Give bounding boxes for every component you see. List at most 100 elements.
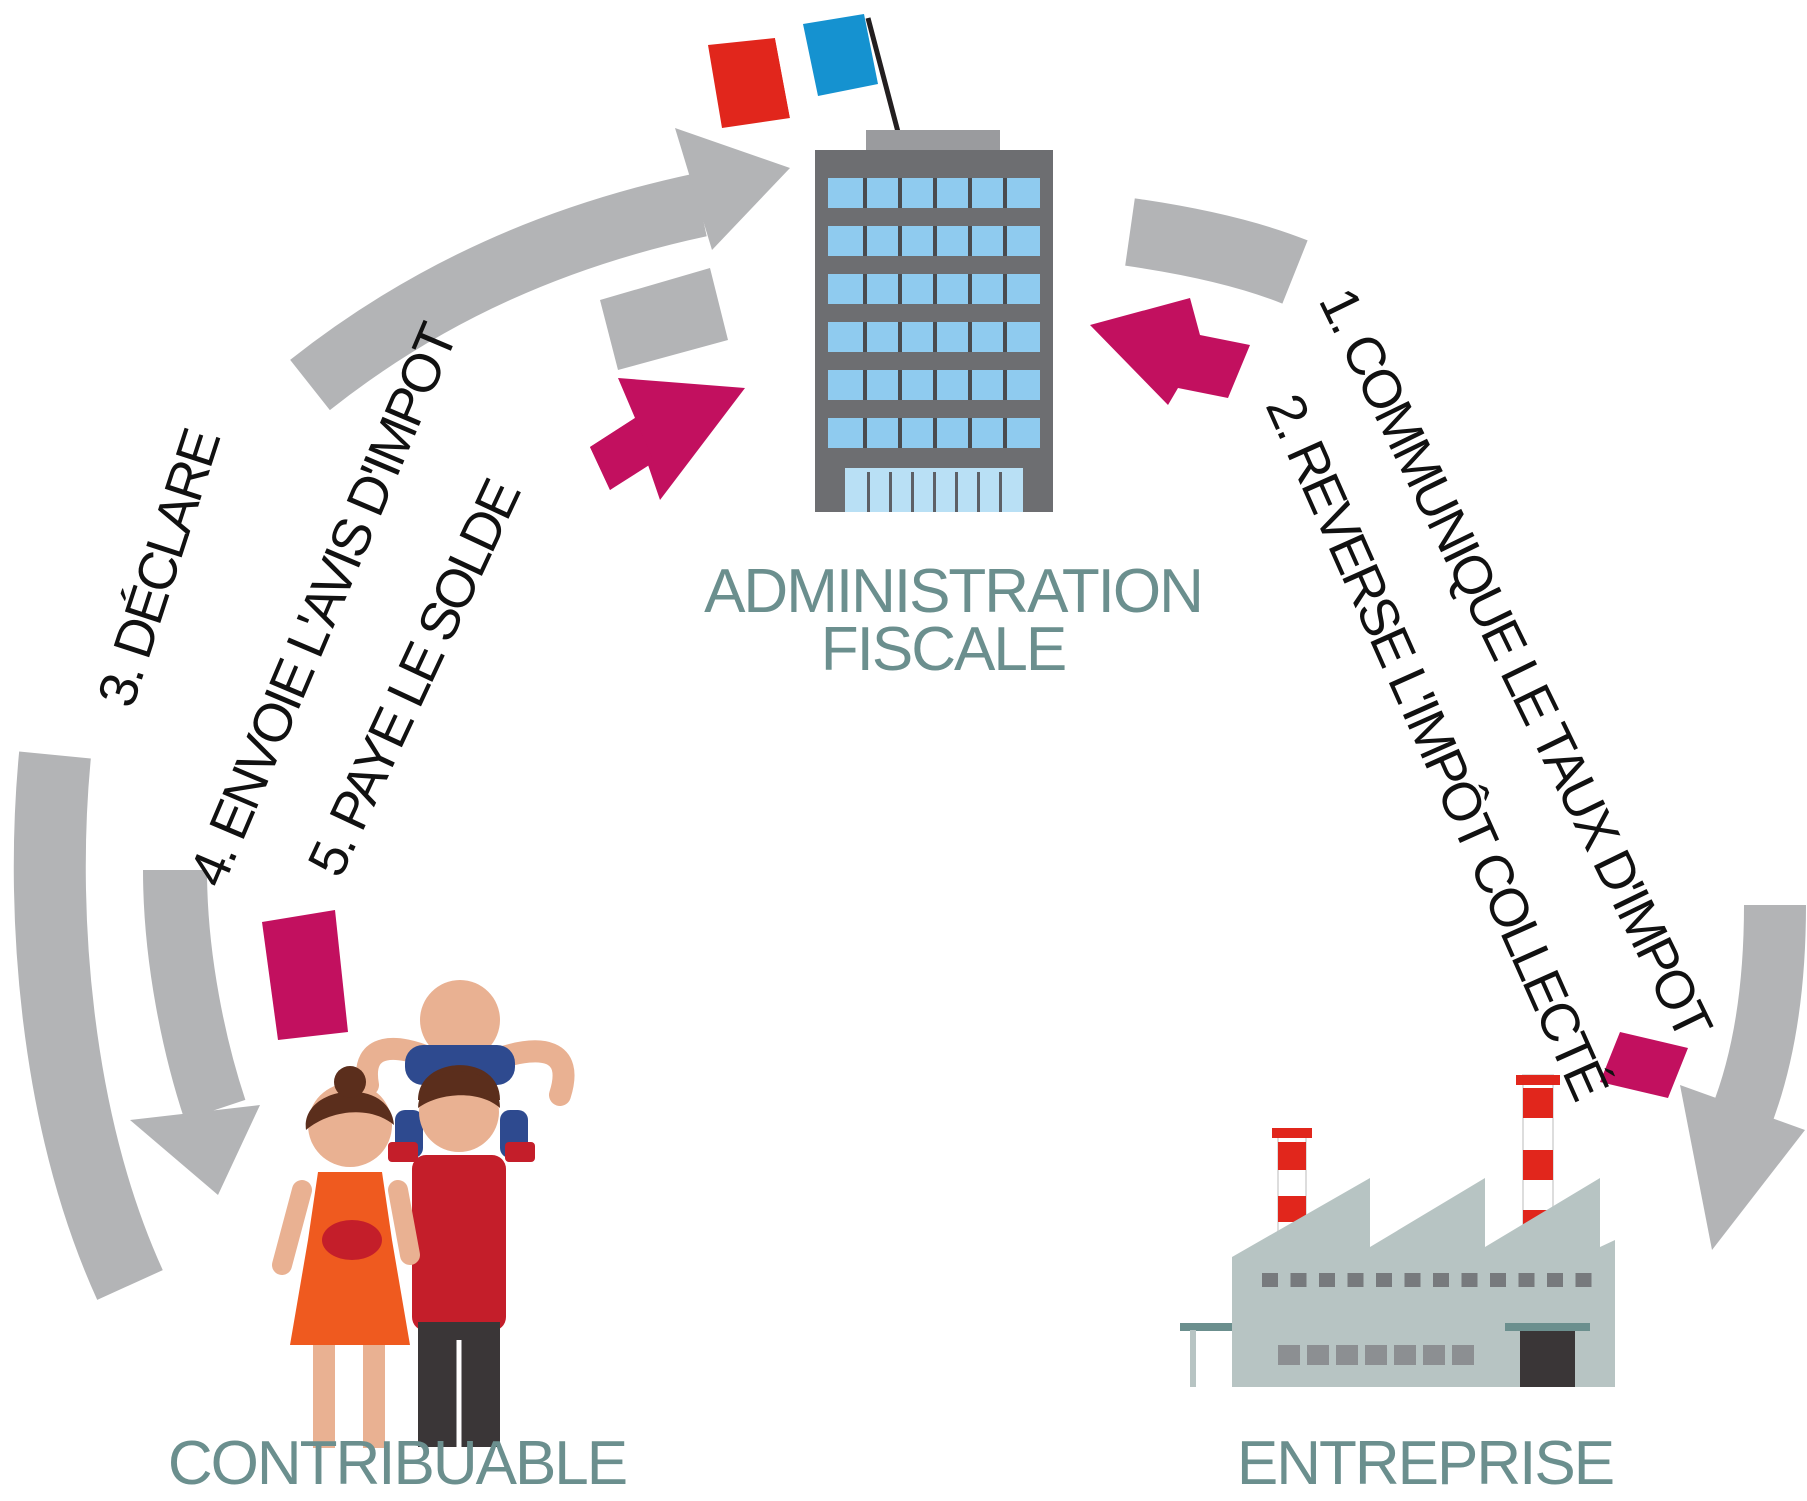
factory-window bbox=[1319, 1273, 1335, 1287]
mother-arm-left bbox=[272, 1180, 312, 1275]
factory-window bbox=[1394, 1345, 1416, 1365]
factory-window bbox=[1461, 1273, 1478, 1287]
building-window-mullion bbox=[898, 226, 902, 256]
building-window-mullion bbox=[933, 178, 937, 208]
arrow-avis-head bbox=[130, 1105, 260, 1195]
factory-window bbox=[1278, 1345, 1300, 1365]
factory-window bbox=[1290, 1273, 1307, 1287]
factory-window bbox=[1490, 1273, 1506, 1287]
step-label-3: 3. DÉCLARE bbox=[86, 423, 231, 714]
building-window-mullion bbox=[898, 418, 902, 448]
child-foot-left bbox=[388, 1142, 418, 1162]
node-entreprise: ENTREPRISE bbox=[1237, 1429, 1613, 1498]
factory-window bbox=[1423, 1345, 1445, 1365]
chimney-right-band1 bbox=[1523, 1088, 1553, 1118]
chimney-left-cap bbox=[1272, 1128, 1312, 1138]
arrow-declare-body bbox=[13, 751, 163, 1300]
building-window-mullion bbox=[968, 322, 972, 352]
factory-window bbox=[1404, 1273, 1421, 1287]
building-window-mullion bbox=[968, 226, 972, 256]
building-window-mullion bbox=[1003, 178, 1007, 208]
building-window-mullion bbox=[933, 322, 937, 352]
building-window-mullion bbox=[968, 418, 972, 448]
arrow-communique bbox=[1125, 198, 1806, 1250]
building-lobby-mullion bbox=[867, 472, 870, 512]
factory-window bbox=[1262, 1273, 1278, 1287]
factory-window bbox=[1518, 1273, 1535, 1287]
building-window-mullion bbox=[863, 370, 867, 400]
building-window-mullion bbox=[968, 178, 972, 208]
factory-window bbox=[1365, 1345, 1387, 1365]
building-window-mullion bbox=[863, 178, 867, 208]
tax-office-building-icon bbox=[815, 130, 1053, 512]
arrow-declare bbox=[13, 128, 790, 1300]
arrow-paye-body bbox=[590, 418, 654, 490]
child-foot-right bbox=[505, 1142, 535, 1162]
building-window-mullion bbox=[1003, 322, 1007, 352]
mother-hair bbox=[305, 1091, 394, 1130]
building-window-mullion bbox=[898, 274, 902, 304]
arrow-declare-body-top bbox=[290, 173, 707, 411]
building-window-mullion bbox=[968, 274, 972, 304]
factory-icon bbox=[1180, 1074, 1615, 1387]
arrow-paye-stub bbox=[262, 910, 348, 1040]
flag-blue-stripe bbox=[803, 14, 878, 96]
factory-window bbox=[1336, 1345, 1358, 1365]
mother-leg-left bbox=[313, 1345, 335, 1448]
arrow-reverse-head bbox=[1090, 298, 1250, 405]
building-lobby-mullion bbox=[933, 472, 936, 512]
building-window-mullion bbox=[1003, 418, 1007, 448]
father-shirt bbox=[412, 1155, 506, 1331]
building-window-mullion bbox=[863, 322, 867, 352]
arrow-reverse bbox=[1090, 298, 1688, 1098]
mother-arm-right bbox=[388, 1180, 420, 1265]
factory-door bbox=[1520, 1330, 1575, 1387]
factory-window-row-bottom bbox=[1278, 1345, 1474, 1365]
chimney-right-band2 bbox=[1523, 1150, 1553, 1180]
factory-door-canopy bbox=[1505, 1323, 1590, 1331]
flag-red-stripe bbox=[708, 38, 790, 128]
building-window-mullion bbox=[898, 322, 902, 352]
child-head bbox=[420, 980, 500, 1060]
building-window-mullion bbox=[933, 274, 937, 304]
arrow-paye bbox=[262, 378, 745, 1040]
building-window-mullion bbox=[863, 274, 867, 304]
node-administration-line2: FISCALE bbox=[821, 615, 1065, 684]
building-lobby-mullion bbox=[911, 472, 914, 512]
building-lobby-mullion bbox=[955, 472, 958, 512]
family-icon bbox=[272, 980, 575, 1448]
building-lobby-mullions bbox=[867, 472, 1002, 512]
building-window-mullion bbox=[968, 370, 972, 400]
factory-window bbox=[1452, 1345, 1474, 1365]
factory-window bbox=[1547, 1273, 1563, 1287]
chimney-left-band1 bbox=[1278, 1142, 1306, 1170]
factory-window bbox=[1347, 1273, 1364, 1287]
father-hair-top bbox=[418, 1071, 500, 1108]
building-floors bbox=[828, 178, 1040, 448]
flag-pole bbox=[865, 17, 901, 133]
factory-window bbox=[1575, 1273, 1592, 1287]
factory-canopy bbox=[1180, 1323, 1232, 1331]
building-window-mullion bbox=[933, 370, 937, 400]
mother-bun bbox=[334, 1066, 366, 1098]
flag-white-stripe bbox=[775, 24, 818, 118]
building-lobby-mullion bbox=[999, 472, 1002, 512]
arrow-avis bbox=[130, 268, 728, 1195]
building-window-mullion bbox=[933, 226, 937, 256]
mother-leg-right bbox=[363, 1345, 385, 1448]
building-window-mullion bbox=[898, 370, 902, 400]
building-window-mullion bbox=[933, 418, 937, 448]
arrow-declare-head bbox=[675, 128, 790, 250]
chimney-right-cap bbox=[1516, 1075, 1560, 1085]
arrow-avis-body bbox=[143, 869, 246, 1121]
factory-window-row-top bbox=[1262, 1273, 1592, 1287]
arrow-reverse-stub bbox=[1600, 1032, 1688, 1098]
french-flag-icon bbox=[708, 14, 901, 133]
node-administration-line1: ADMINISTRATION bbox=[704, 557, 1202, 626]
building-roof bbox=[866, 130, 1000, 152]
arrow-communique-body-top bbox=[1125, 198, 1308, 304]
building-window-mullion bbox=[1003, 274, 1007, 304]
arrow-communique-head bbox=[1680, 1085, 1805, 1250]
factory-canopy-post bbox=[1190, 1330, 1196, 1387]
factory-window bbox=[1433, 1273, 1449, 1287]
